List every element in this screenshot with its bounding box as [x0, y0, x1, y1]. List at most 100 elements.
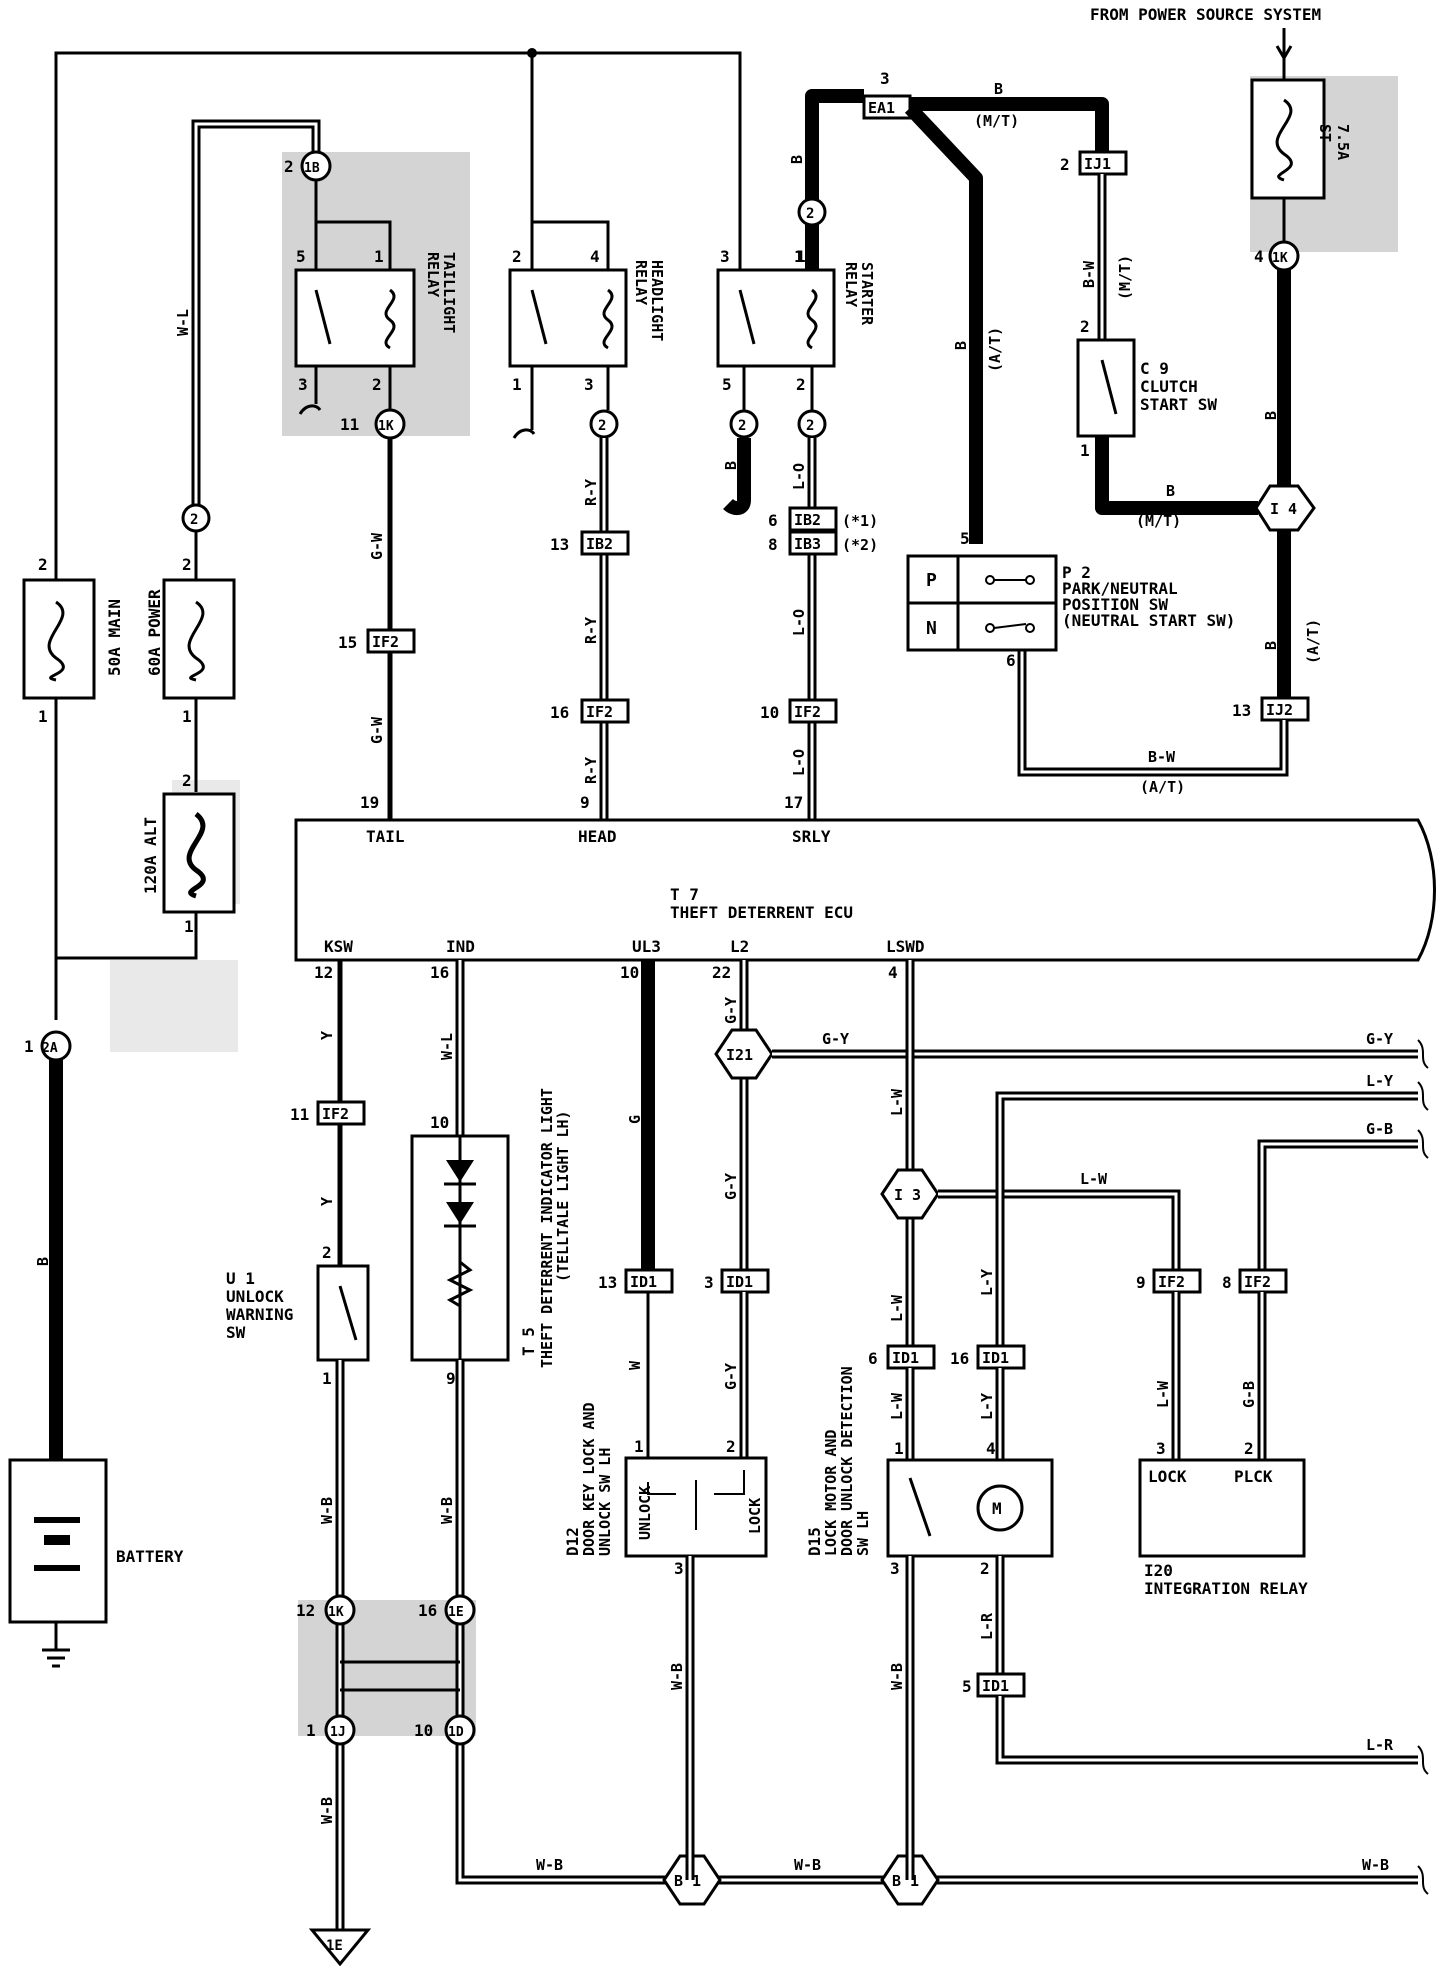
connector-label: 1K [1272, 251, 1288, 266]
component-label: DOOR KEY LOCK AND [580, 1402, 598, 1556]
wire-b-mt [910, 97, 1109, 160]
connector-label: IJ2 [1266, 701, 1293, 719]
pin-label: 1 [182, 707, 192, 726]
wire-b-ea1-coil [805, 89, 864, 270]
connector-label: 2A [42, 1041, 58, 1056]
pin-label: 10 [414, 1721, 433, 1740]
wire-label: L-O [790, 463, 808, 490]
pin-label: 15 [338, 633, 357, 652]
ecu-terminal-l2: L2 [730, 937, 749, 956]
pin-label: 10 [760, 703, 779, 722]
wire-label: W-B [888, 1663, 906, 1690]
pin-label: 1 [306, 1721, 316, 1740]
lock-motor-door-unlock-switch [886, 1458, 1054, 1558]
wire-label: L-W [1080, 1170, 1108, 1188]
led-icon [446, 1160, 474, 1182]
pin-label: 6 [1006, 651, 1016, 670]
ecu-terminal-ksw: KSW [324, 937, 353, 956]
wire-label: L-W [1154, 1380, 1172, 1408]
theft-deterrent-ecu [294, 818, 1436, 962]
battery-label: BATTERY [116, 1547, 184, 1566]
wire-label: G-W [368, 716, 386, 744]
connector-label: 1J [330, 1725, 346, 1740]
relay-starter [716, 268, 836, 368]
connector-label: ID1 [892, 1349, 919, 1367]
wire-label: (M/T) [1136, 512, 1181, 530]
connector-label: I 3 [894, 1186, 921, 1204]
connector-label: I 4 [1270, 500, 1297, 518]
switch-position-p: P [926, 570, 937, 591]
pin-label: 1 [794, 247, 804, 266]
switch-lock-label: LOCK [746, 1498, 764, 1534]
pin-label: 5 [296, 247, 306, 266]
relay-label: RELAY [424, 252, 442, 297]
component-code: T 5 [519, 1327, 538, 1356]
wire-l-w-i20 [938, 1192, 1178, 1270]
switch-contact-icon [530, 289, 548, 345]
pin-label: 2 [182, 771, 192, 790]
connector-2 [181, 503, 211, 533]
wire-label: G-B [1366, 1120, 1393, 1138]
component-code: U 1 [226, 1269, 255, 1288]
connector-label: 2 [738, 418, 746, 434]
pin-label: 3 [890, 1559, 900, 1578]
wire-label: B [1166, 482, 1175, 500]
pin-label: 3 [880, 69, 890, 88]
pin-label: 13 [1232, 701, 1251, 720]
connector-2 [797, 409, 827, 439]
wire-label: (A/T) [986, 327, 1004, 372]
shaded-zone-battery-top [110, 960, 238, 1052]
wire-label: Y [318, 1031, 336, 1040]
wire-label: G-Y [722, 997, 740, 1024]
pin-label: 2 [980, 1559, 990, 1578]
wire-label: L-W [888, 1392, 906, 1420]
component-code: D12 [563, 1527, 582, 1556]
wire-label: W-B [668, 1663, 686, 1690]
relay-taillight [294, 268, 416, 368]
wire-b-at [904, 103, 983, 544]
pin-label: 2 [1060, 155, 1070, 174]
pin-label: 2 [1244, 1439, 1254, 1458]
connector-label: IF2 [372, 633, 399, 651]
pin-label: 12 [296, 1601, 315, 1620]
pin-label: 13 [550, 535, 569, 554]
ecu-terminal-srly: SRLY [792, 827, 831, 846]
wire-label: G-Y [822, 1030, 849, 1048]
wire-label: (A/T) [1140, 778, 1185, 796]
pin-label: 9 [580, 793, 590, 812]
connector-2 [729, 409, 759, 439]
wire-label: R-Y [582, 479, 600, 506]
connector-label: IJ1 [1084, 155, 1111, 173]
wire-break-icon [1417, 1865, 1429, 1895]
pin-label: 9 [1136, 1273, 1146, 1292]
pin-label: 2 [372, 375, 382, 394]
ground-1e [308, 1928, 372, 1966]
relay-label: RELAY [842, 262, 860, 307]
pin-label: 11 [290, 1105, 309, 1124]
switch-contact-icon [908, 1477, 932, 1537]
terminal-plck: PLCK [1234, 1467, 1273, 1486]
connector-ib2 [580, 530, 630, 556]
relay-headlight [508, 268, 628, 368]
connector-1d [444, 1714, 476, 1746]
motor-label: M [992, 1499, 1002, 1518]
pin-label: 3 [584, 375, 594, 394]
connector-label: 1E [326, 1938, 343, 1954]
pin-label: 4 [1254, 247, 1264, 266]
component-label: LOCK MOTOR AND [822, 1430, 840, 1556]
pin-label: 1 [374, 247, 384, 266]
ecu-code: T 7 [670, 885, 699, 904]
pin-label: 16 [430, 963, 449, 982]
fuse-element-icon [47, 600, 65, 682]
pin-label: 1 [38, 707, 48, 726]
component-label: CLUTCH [1140, 377, 1198, 396]
connector-label: EA1 [868, 99, 895, 117]
wire-label: B [1262, 641, 1280, 650]
pin-label: 2 [1080, 317, 1090, 336]
component-label: INTEGRATION RELAY [1144, 1579, 1308, 1598]
connector-label: IF2 [1244, 1273, 1271, 1291]
component-label: UNLOCK [226, 1287, 284, 1306]
component-label: UNLOCK SW LH [596, 1448, 614, 1556]
pin-label: 3 [720, 247, 730, 266]
